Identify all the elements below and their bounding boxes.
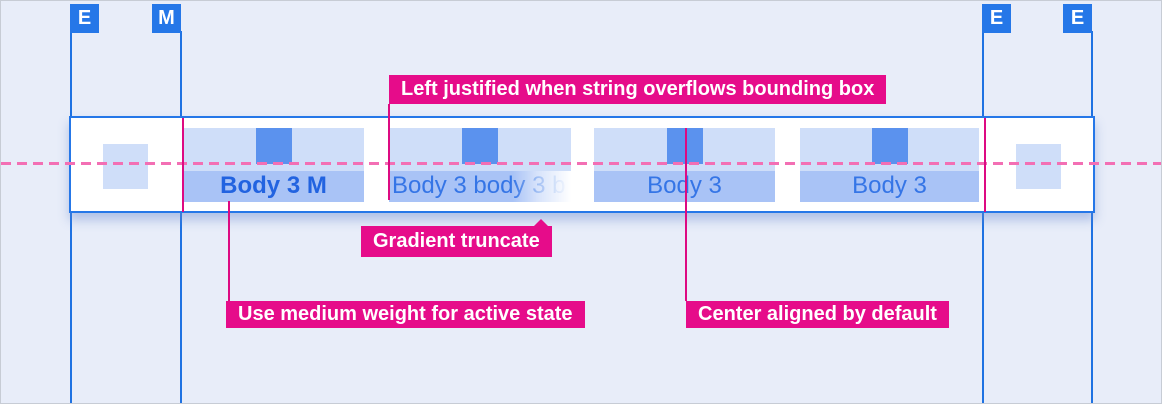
square-icon-placeholder [666, 128, 703, 164]
square-icon-placeholder [462, 128, 498, 164]
annotation-left-justified: Left justified when string overflows bou… [389, 75, 887, 104]
tab-label-box: Body 3 M [183, 171, 364, 202]
baseline-dashed-line [1, 162, 1161, 165]
tab-label-box: Body 3 [594, 171, 775, 202]
tab-body3-b[interactable]: Body 3 [800, 128, 979, 202]
tab-label-box: Body 3 [800, 171, 979, 202]
tab-label-box: Body 3 body 3 b [389, 171, 571, 202]
guide-line-edge-right [1091, 31, 1093, 403]
leader-center-aligned [685, 128, 687, 301]
annotation-center-aligned: Center aligned by default [686, 301, 949, 328]
square-icon-placeholder [871, 128, 908, 164]
tab-body3m[interactable]: Body 3 M [183, 128, 364, 202]
guide-line-edge-left [70, 31, 72, 403]
square-icon-placeholder [255, 128, 292, 164]
marker-badge-e3: E [1063, 4, 1092, 33]
edge-slot-placeholder-left [103, 144, 148, 189]
guide-line-margin-right [982, 31, 984, 403]
annotation-medium-weight: Use medium weight for active state [226, 301, 585, 328]
marker-badge-m: M [152, 4, 181, 33]
guide-line-margin-left [180, 31, 182, 403]
marker-badge-e1: E [70, 4, 99, 33]
marker-badge-e2: E [982, 4, 1011, 33]
leader-left-justified [388, 104, 390, 200]
leader-medium-weight [228, 201, 230, 302]
annotation-gradient-truncate: Gradient truncate [361, 219, 552, 257]
edge-slot-placeholder-right [1016, 144, 1061, 189]
content-edge-marker-left [182, 118, 184, 212]
tab-body3-overflow[interactable]: Body 3 body 3 b [389, 128, 571, 202]
content-edge-marker-right [984, 118, 986, 212]
